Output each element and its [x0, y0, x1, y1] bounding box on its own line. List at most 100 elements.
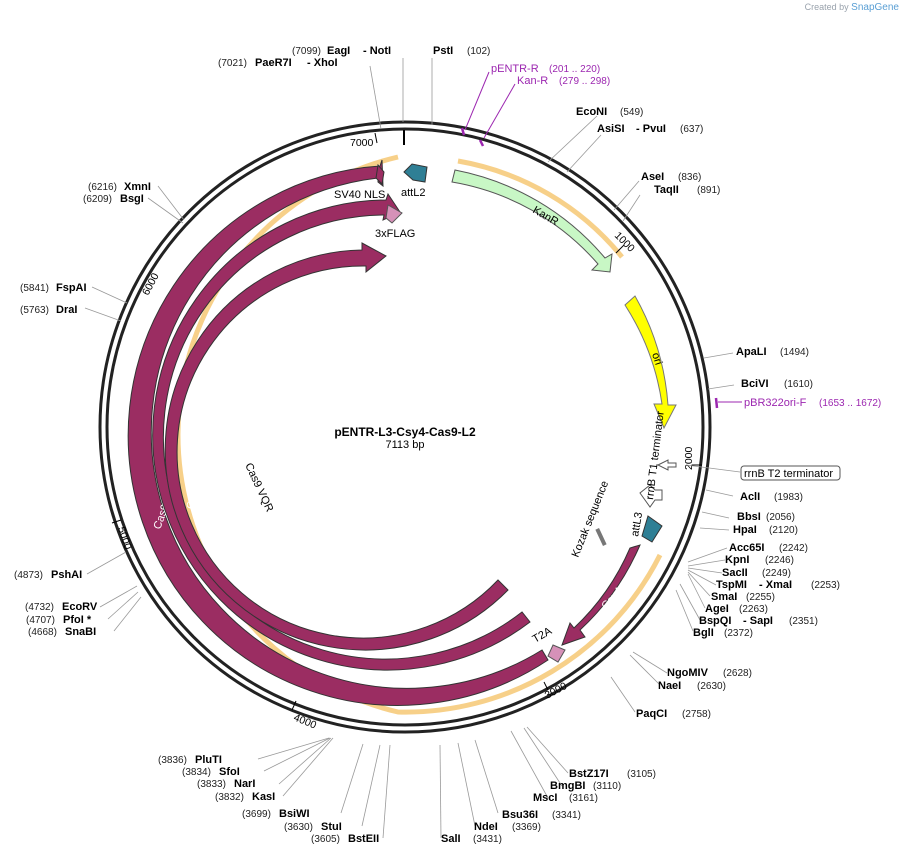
- site-pos: (4873): [14, 570, 43, 581]
- site-name: AseI: [641, 171, 664, 183]
- site-pos: (2630): [697, 681, 726, 692]
- site-name: BsgI: [120, 193, 144, 205]
- tick-2000: 2000: [683, 446, 695, 470]
- primer-pos: (201 .. 220): [549, 64, 600, 75]
- tick-3000: 3000: [543, 680, 569, 702]
- flag-arrow: [385, 204, 403, 224]
- site-pos: (2242): [779, 543, 808, 554]
- site-pos: (2372): [724, 628, 753, 639]
- site-name: PshAI: [51, 569, 82, 581]
- ori-arrow: [624, 295, 677, 430]
- backbone-inner: [105, 127, 705, 727]
- site-pos: (5841): [20, 283, 49, 294]
- site-name: SalI: [441, 833, 461, 845]
- site-pos: (3834): [182, 767, 211, 778]
- credit-brand: SnapGene: [851, 2, 899, 13]
- attl2-arrow: [403, 163, 428, 183]
- site-name: BstZ17I: [569, 768, 609, 780]
- primer-name: pENTR-R: [491, 63, 539, 75]
- t2a-arrow: [547, 644, 566, 663]
- site-pos: (2120): [769, 525, 798, 536]
- site-pos: (3161): [569, 793, 598, 804]
- tick-4000: 4000: [292, 712, 318, 732]
- sv40-label: SV40 NLS: [334, 189, 385, 201]
- primer-mark-pentr-r: [460, 127, 466, 136]
- site-name: BsiWI: [279, 808, 310, 820]
- plasmid-name: pENTR-L3-Csy4-Cas9-L2: [334, 425, 476, 439]
- site-name: BglI: [693, 627, 714, 639]
- tick-6000: 6000: [140, 271, 162, 297]
- site-name: Bsu36I: [502, 809, 538, 821]
- site-pos: (3341): [552, 810, 581, 821]
- site-name: AsiSI: [597, 123, 625, 135]
- cas9-vqr-label: Cas9 VQR: [242, 461, 275, 514]
- site-name: KpnI: [725, 554, 749, 566]
- site-pos: (3110): [593, 781, 621, 792]
- site-name: Acc65I: [729, 542, 764, 554]
- flag-label: 3xFLAG: [375, 228, 415, 240]
- cas9-outer-arrow: [127, 159, 549, 706]
- site-pos: (102): [467, 46, 490, 57]
- site-pos: (6209): [83, 194, 112, 205]
- site-name: EagI: [327, 45, 350, 57]
- site-name: AgeI: [705, 603, 729, 615]
- site-name: KasI: [252, 791, 275, 803]
- site-pos: (3832): [215, 792, 244, 803]
- site-name: PluTI: [195, 754, 222, 766]
- site-name: AclI: [740, 491, 760, 503]
- site-labels: (7099) EagI - NotI (7021) PaeR7I - XhoI …: [14, 45, 840, 845]
- site-pos: (2249): [762, 568, 791, 579]
- site-pos: (7099): [292, 46, 321, 57]
- site-name: XmnI: [124, 181, 151, 193]
- site-name: BmgBI: [550, 780, 585, 792]
- site-pos: (3833): [197, 779, 226, 790]
- site-name: EcoNI: [576, 106, 607, 118]
- kozak-mark: [595, 527, 607, 547]
- site-name-2: - PvuI: [636, 123, 666, 135]
- tick-mark-3000: [543, 681, 549, 691]
- sv40-arrow: [375, 163, 385, 186]
- t2a-label: T2A: [531, 625, 555, 646]
- primer-name: Kan-R: [517, 75, 548, 87]
- tick-5000: 5000: [115, 525, 134, 551]
- tick-mark-7000: [374, 132, 378, 144]
- site-name: PaqCI: [636, 708, 667, 720]
- site-pos: (891): [697, 185, 720, 196]
- rrnb-t1-arrow: [639, 484, 663, 508]
- site-name: BbsI: [737, 511, 761, 523]
- site-name: SfoI: [219, 766, 240, 778]
- rrnb-t2-label: rrnB T2 terminator: [744, 468, 833, 480]
- credit-prefix: Created by: [804, 2, 849, 12]
- site-name: PstI: [433, 45, 453, 57]
- site-name: SnaBI: [65, 626, 96, 638]
- rrnb-t2-arrow: [656, 459, 677, 471]
- site-pos: (4707): [26, 615, 55, 626]
- site-name: ApaLI: [736, 346, 767, 358]
- site-pos: (1983): [774, 492, 803, 503]
- site-pos: (3431): [473, 834, 502, 845]
- site-pos: (2758): [682, 709, 711, 720]
- site-name: FspAI: [56, 282, 87, 294]
- site-pos: (1610): [784, 379, 813, 390]
- site-pos: (7021): [218, 58, 247, 69]
- primer-name: pBR322ori-F: [744, 397, 807, 409]
- tick-mark-5000: [111, 519, 122, 524]
- site-name: BstEII: [348, 833, 379, 845]
- backbone-outer: [98, 120, 712, 734]
- primers: pENTR-R (201 .. 220) Kan-R (279 .. 298) …: [460, 63, 881, 409]
- site-name: SacII: [722, 567, 748, 579]
- site-pos: (3369): [512, 822, 541, 833]
- plasmid-length: 7113 bp: [386, 439, 425, 451]
- site-name-2: - NotI: [363, 45, 391, 57]
- primer-pos: (279 .. 298): [559, 76, 610, 87]
- site-name-2: - XhoI: [307, 57, 338, 69]
- site-name-2: - XmaI: [759, 579, 792, 591]
- site-name-2: - SapI: [743, 615, 773, 627]
- kanr-arrow: [451, 169, 613, 273]
- kozak-label: Kozak sequence: [570, 479, 612, 559]
- rrnb-t1-label: rrnB T1 terminator: [644, 410, 667, 500]
- site-name: StuI: [321, 821, 342, 833]
- site-name: HpaI: [733, 524, 757, 536]
- site-pos: (2351): [789, 616, 818, 627]
